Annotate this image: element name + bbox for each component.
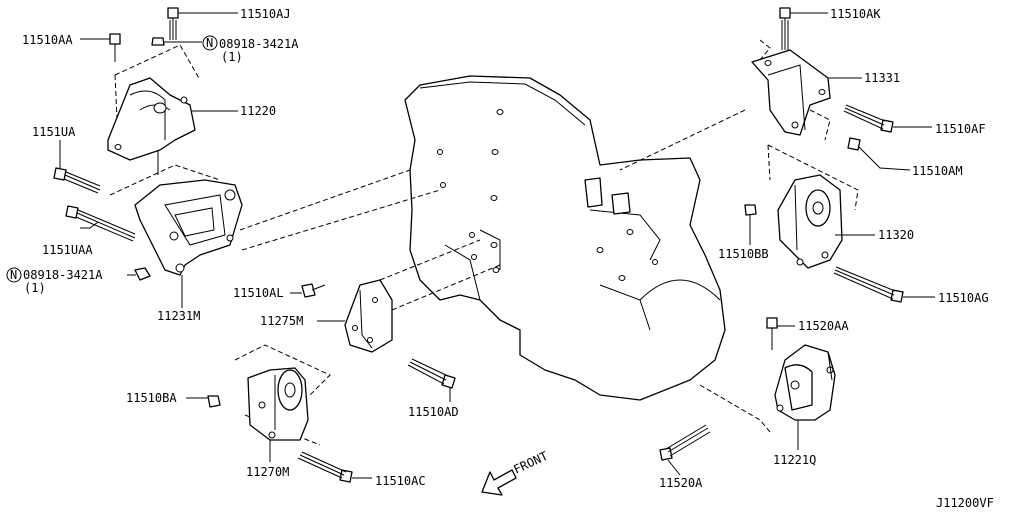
label-11275M: 11275M: [260, 314, 303, 328]
label-08918-top-qty: (1): [221, 50, 243, 64]
mount-bracket-11231M: [109, 164, 441, 276]
label-11221Q: 11221Q: [773, 453, 816, 467]
label-1151UA: 1151UA: [32, 125, 76, 139]
label-11510AG: 11510AG: [938, 291, 989, 305]
bracket-11331: [619, 39, 831, 171]
mount-insulator-11220: [107, 44, 201, 175]
front-direction-indicator: FRONT: [481, 449, 550, 496]
label-11520A: 11520A: [659, 476, 703, 490]
nut-symbol-top: N: [206, 36, 213, 50]
label-11510AF: 11510AF: [935, 122, 986, 136]
label-11331: 11331: [864, 71, 900, 85]
mount-insulator-11221Q: [699, 344, 836, 433]
nut-symbols: N N: [6, 35, 218, 283]
label-11510AC: 11510AC: [375, 474, 426, 488]
label-1151UAA: 1151UAA: [42, 243, 93, 257]
label-08918-top: 08918-3421A: [219, 37, 299, 51]
bracket-11275M: [344, 239, 501, 353]
label-08918-bottom-qty: (1): [24, 281, 46, 295]
label-11220: 11220: [240, 104, 276, 118]
fasteners: [53, 7, 904, 483]
diagram-code: J11200VF: [936, 496, 994, 510]
label-08918-bottom: 08918-3421A: [23, 268, 103, 282]
nut-symbol-bottom: N: [10, 268, 17, 282]
label-11510AL: 11510AL: [233, 286, 284, 300]
front-label: FRONT: [511, 449, 550, 477]
label-11510AJ: 11510AJ: [240, 7, 291, 21]
label-11270M: 11270M: [246, 465, 289, 479]
engine-block: [404, 75, 726, 401]
label-11510AD: 11510AD: [408, 405, 459, 419]
part-labels: 11510AJ 11510AA 08918-3421A (1) 11220 11…: [22, 7, 994, 510]
mount-insulator-11270M: [234, 344, 331, 446]
label-11510AM: 11510AM: [912, 164, 963, 178]
label-11510AK: 11510AK: [830, 7, 881, 21]
label-11510BA: 11510BA: [126, 391, 177, 405]
label-11520AA: 11520AA: [798, 319, 849, 333]
label-11231M: 11231M: [157, 309, 200, 323]
label-11510BB: 11510BB: [718, 247, 769, 261]
label-11320: 11320: [878, 228, 914, 242]
label-11510AA: 11510AA: [22, 33, 73, 47]
mount-insulator-11320: [767, 144, 859, 269]
leader-lines: [59, 12, 935, 479]
